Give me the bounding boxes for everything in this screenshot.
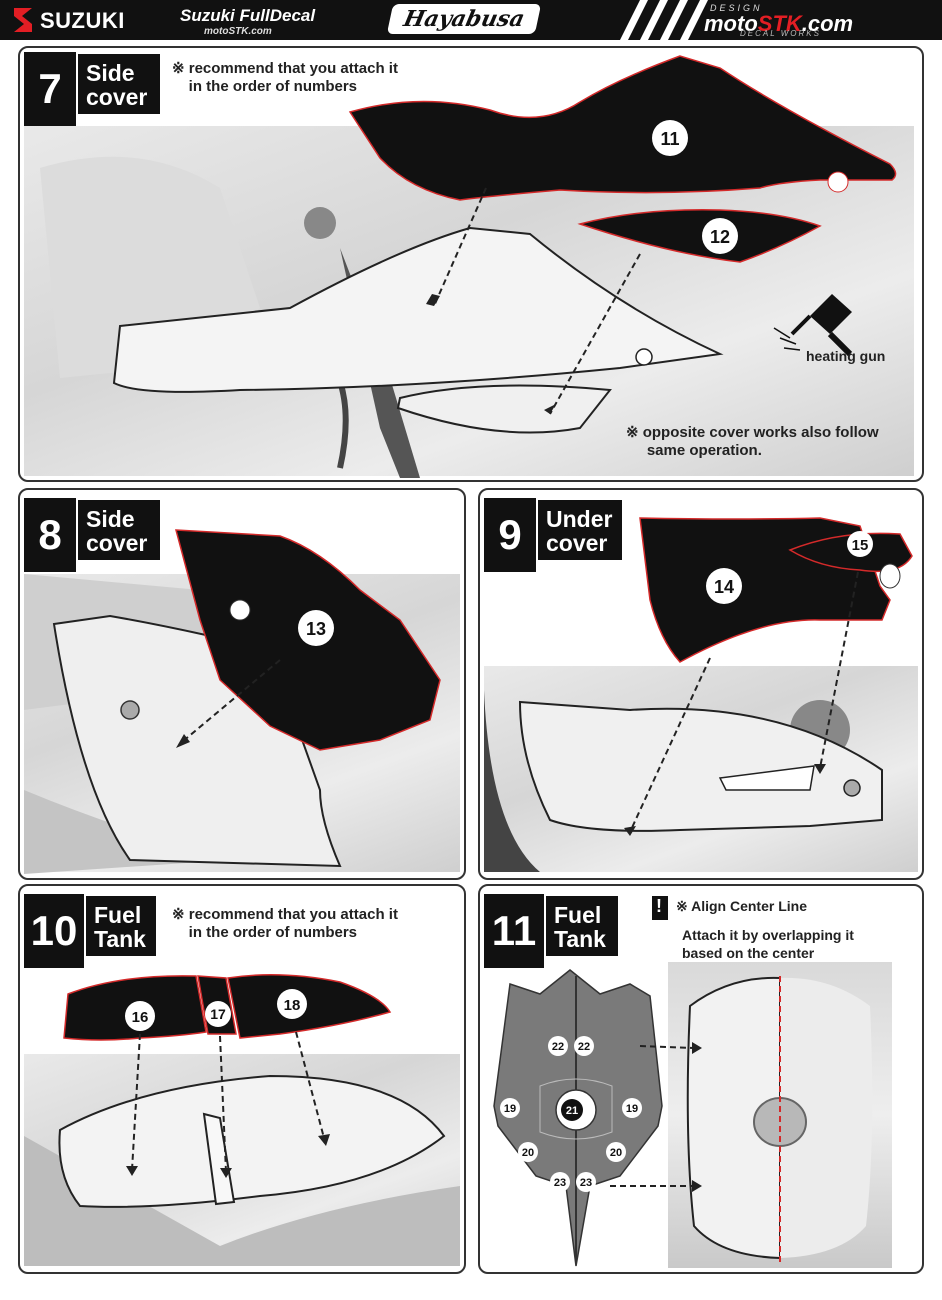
step-9-illustration [484,517,913,872]
step-9-panel: 9 Under cover 14 15 [478,488,924,880]
step-9-title-line2: cover [546,530,608,556]
step-11-panel: 11 Fuel Tank ! ※ Align Center Line Attac… [478,884,924,1274]
decal-12 [577,209,822,263]
logo-part-b: STK [757,11,802,36]
step-10-title-line2: Tank [94,926,146,952]
site-small: motoSTK.com [204,26,272,37]
step-7-title-line1: Side [86,60,135,86]
step-7-illustration [40,55,897,478]
heating-gun-icon [773,294,853,357]
step-9-title: Under cover [538,500,622,560]
stripes-decoration [620,0,708,40]
step-9-title-line1: Under [546,506,613,532]
suzuki-logo-icon [14,8,32,32]
step-8-title: Side cover [78,500,160,560]
step-8-panel: 8 Side cover 13 [18,488,466,880]
step-7-order-note: ※ recommend that you attach it in the or… [172,60,398,95]
step-7-number: 7 [24,52,76,126]
step-10-panel: 10 Fuel Tank ※ recommend that you attach… [18,884,466,1274]
step-10-title-line1: Fuel [94,902,142,928]
model-logo: Hayabusa [386,4,542,34]
decal-16 [63,975,207,1041]
header-banner: SUZUKI Suzuki FullDecal motoSTK.com Haya… [0,0,942,40]
side-cover-outline [112,226,724,393]
step-11-number: 11 [484,894,544,968]
decal-18 [227,974,392,1039]
step-7-title: Side cover [78,54,160,114]
step-8-title-line1: Side [86,506,135,532]
step-7-title-line2: cover [86,84,148,110]
step-10-order-note: ※ recommend that you attach it in the or… [172,906,398,941]
logo-part-c: .com [801,11,854,36]
heating-gun-label: heating gun [806,348,886,364]
step-7-panel: 7 Side cover ※ recommend that you attach… [18,46,924,482]
attach-overlap-note: Attach it by overlapping it based on the… [682,927,854,961]
step-11-title-line1: Fuel [554,902,602,928]
product-title: Suzuki FullDecal [180,6,316,25]
align-center-note: ※ Align Center Line [676,898,807,914]
alert-icon [652,896,668,920]
step-11-title: Fuel Tank [546,896,618,956]
step-10-number: 10 [24,894,84,968]
opposite-cover-note: ※ opposite cover works also follow same … [626,424,879,459]
logo-part-a: moto [704,11,758,36]
step-8-title-line2: cover [86,530,148,556]
logo-design-text: DESIGN [710,3,763,13]
logo-main-text: motoSTK.com [704,11,853,37]
alert-mark: ! [656,896,662,916]
step-10-illustration [24,974,460,1266]
logo-sub-text: DECAL WORKS [740,29,821,38]
step-8-number: 8 [24,498,76,572]
decal-11 [348,55,897,201]
step-10-title: Fuel Tank [86,896,156,956]
motostk-logo: DESIGN motoSTK.com DECAL WORKS [700,3,930,38]
step-9-number: 9 [484,498,536,572]
brand-name: SUZUKI [40,8,125,33]
step-11-title-line2: Tank [554,926,606,952]
